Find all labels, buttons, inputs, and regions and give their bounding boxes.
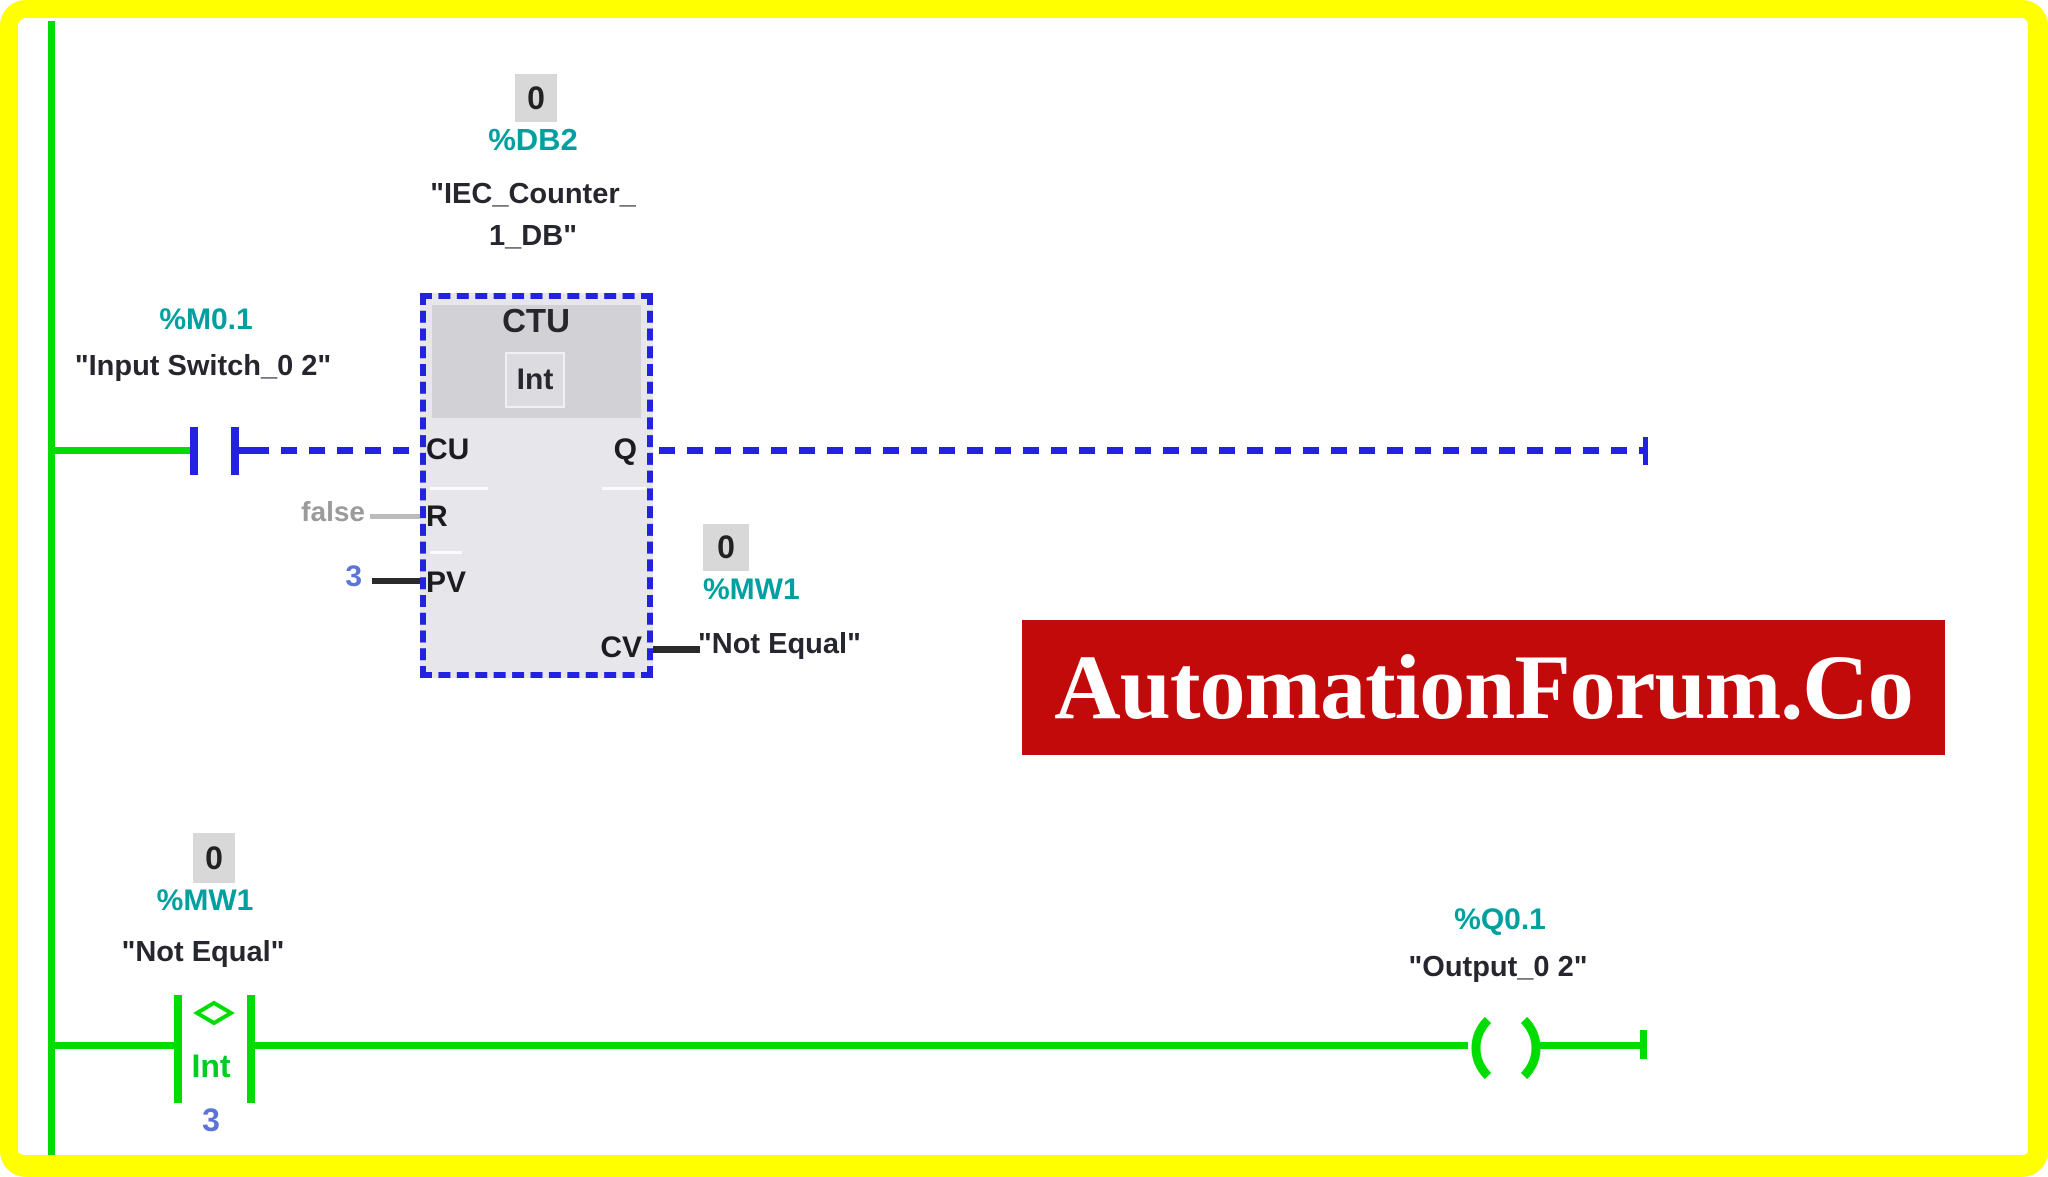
wire-cv-output	[653, 646, 700, 653]
pin-separator	[602, 487, 646, 490]
pv-operand-value[interactable]: 3	[345, 560, 362, 593]
compare-value2[interactable]: 3	[202, 1102, 220, 1138]
wire-coil-end-tick	[1640, 1030, 1647, 1059]
compare-value-box[interactable]: 0	[193, 833, 235, 883]
compare-data-type[interactable]: Int	[191, 1048, 231, 1084]
counter-db-name-line2[interactable]: 1_DB"	[489, 220, 577, 252]
pin-label-q: Q	[613, 433, 637, 466]
contact-tag[interactable]: %M0.1	[159, 303, 253, 336]
pin-label-cv: CV	[600, 631, 642, 664]
compare-tag[interactable]: %MW1	[156, 884, 254, 917]
pin-separator	[430, 487, 488, 490]
ctu-counter-block[interactable]	[420, 293, 653, 678]
contact-bar-right[interactable]	[231, 427, 239, 475]
pin-separator	[430, 551, 462, 554]
not-equal-diamond-icon	[193, 1000, 235, 1026]
pin-label-cu: CU	[426, 433, 470, 466]
watermark-banner: AutomationForum.Co	[1022, 620, 1945, 755]
wire-q-output	[659, 447, 1643, 454]
cv-operand-name[interactable]: "Not Equal"	[698, 628, 861, 660]
wire-rail-to-contact	[55, 447, 190, 454]
wire-rail-to-compare	[55, 1042, 174, 1049]
pin-label-r: R	[426, 500, 448, 533]
counter-value-box[interactable]: 0	[515, 74, 557, 122]
wire-q-end-tick	[1643, 437, 1648, 465]
ctu-data-type-box[interactable]: Int	[505, 352, 565, 408]
ctu-block-title: CTU	[502, 302, 570, 339]
compare-bar-right[interactable]	[247, 995, 255, 1103]
wire-compare-to-coil	[255, 1042, 1468, 1049]
compare-name[interactable]: "Not Equal"	[121, 936, 285, 968]
compare-bar-left[interactable]	[174, 995, 182, 1103]
wire-contact-to-block	[253, 447, 420, 454]
counter-db-tag[interactable]: %DB2	[488, 122, 578, 157]
wire-coil-to-end	[1540, 1042, 1643, 1049]
cv-operand-tag[interactable]: %MW1	[703, 573, 800, 606]
counter-db-name-line1[interactable]: "IEC_Counter_	[430, 178, 636, 210]
cv-value-box[interactable]: 0	[703, 524, 749, 571]
output-coil[interactable]	[1458, 1016, 1554, 1080]
contact-name[interactable]: "Input Switch_0 2"	[74, 350, 332, 382]
coil-tag[interactable]: %Q0.1	[1454, 903, 1546, 936]
coil-name[interactable]: "Output_0 2"	[1408, 951, 1588, 983]
wire-r-input	[370, 514, 420, 519]
pin-label-pv: PV	[426, 566, 467, 599]
wire-pv-input	[372, 578, 420, 584]
contact-bar-left[interactable]	[190, 427, 198, 475]
wire-contact-stub	[239, 447, 253, 454]
r-operand-value[interactable]: false	[301, 496, 365, 527]
power-rail-left	[48, 21, 55, 1155]
